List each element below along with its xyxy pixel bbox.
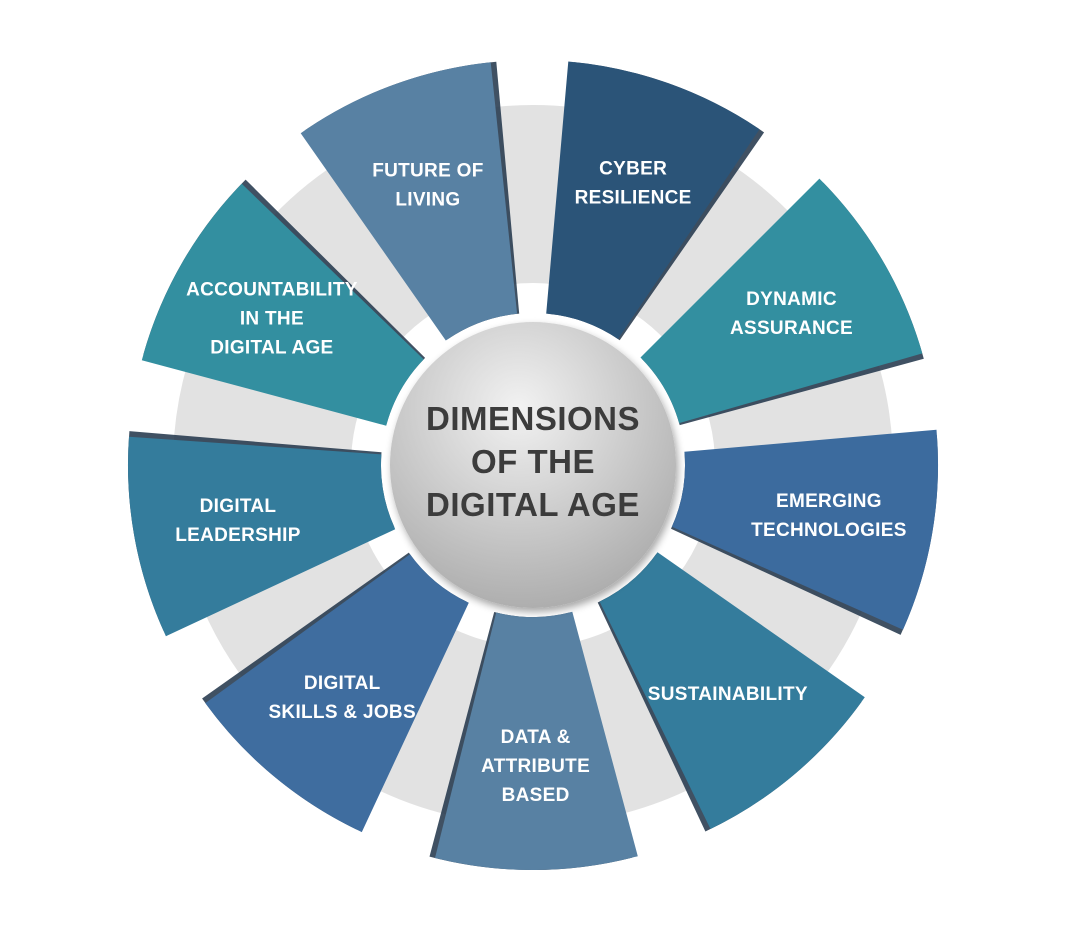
segment-shape: [640, 178, 923, 424]
segment-label-line: ATTRIBUTE: [481, 756, 590, 777]
segment-gap: [629, 159, 797, 341]
segment-label-line: LEADERSHIP: [175, 525, 300, 546]
center-title-line-1: DIMENSIONS: [426, 400, 640, 437]
segment-shape: [141, 183, 424, 426]
segment-accountability: ACCOUNTABILITY IN THE DIGITAL AGE: [141, 179, 426, 426]
segment-emerging-technologies: EMERGING TECHNOLOGIES: [671, 429, 939, 635]
segment-gap: [265, 163, 434, 344]
segment-label-line: EMERGING: [776, 491, 882, 512]
segment-gap: [173, 359, 359, 459]
center-circle: [390, 322, 676, 608]
segment-future-of-living: FUTURE OF LIVING: [300, 61, 520, 341]
segment-label-line: RESILIENCE: [575, 188, 692, 209]
segment-label-line: DATA &: [501, 727, 571, 748]
segment-gaps: [173, 105, 893, 818]
segment-data-attribute-based: DATA & ATTRIBUTE BASED: [429, 611, 638, 871]
segment-label-line: DIGITAL: [200, 496, 277, 517]
segment-label-line: DIGITAL: [304, 673, 381, 694]
center-title-line-2: OF THE: [471, 443, 595, 480]
segment-label-line: SKILLS & JOBS: [268, 702, 415, 723]
segment-shape: [205, 554, 469, 833]
segment-label-line: BASED: [502, 785, 570, 806]
segment-label-line: LIVING: [395, 190, 460, 211]
segment-dynamic-assurance: DYNAMIC ASSURANCE: [640, 178, 924, 426]
segment-gap: [678, 533, 867, 682]
segment-digital-leadership: DIGITAL LEADERSHIP: [127, 431, 396, 637]
segment-label-line: CYBER: [599, 159, 667, 180]
segment-sustainability: SUSTAINABILITY: [597, 552, 865, 832]
segment-shape: [671, 429, 939, 630]
segment-label-line: ACCOUNTABILITY: [186, 279, 358, 300]
segment-shape: [128, 436, 396, 637]
segment-shape: [300, 62, 518, 341]
segment-label-line: IN THE: [240, 308, 304, 329]
center-title-line-3: DIGITAL AGE: [426, 486, 640, 523]
segment-label-line: SUSTAINABILITY: [648, 684, 808, 705]
segment-label-line: DIGITAL AGE: [210, 337, 333, 358]
segment-digital-skills-jobs: DIGITAL SKILLS & JOBS: [202, 552, 469, 833]
segment-shape: [599, 552, 865, 829]
segment-shape: [435, 611, 638, 871]
segment-label-line: ASSURANCE: [730, 318, 853, 339]
segment-label-line: TECHNOLOGIES: [751, 520, 907, 541]
segment-label-line: DYNAMIC: [746, 289, 837, 310]
segment-cyber-resilience: CYBER RESILIENCE: [546, 61, 765, 341]
segment-gap: [201, 536, 390, 687]
segment-ring: FUTURE OF LIVING CYBER RESILIENCE DYNAMIC ASS…: [127, 61, 939, 871]
segment-label-line: FUTURE OF: [372, 161, 483, 182]
center-hub: DIMENSIONS OF THE DIGITAL AGE: [390, 322, 676, 608]
segment-shape: [546, 61, 760, 339]
